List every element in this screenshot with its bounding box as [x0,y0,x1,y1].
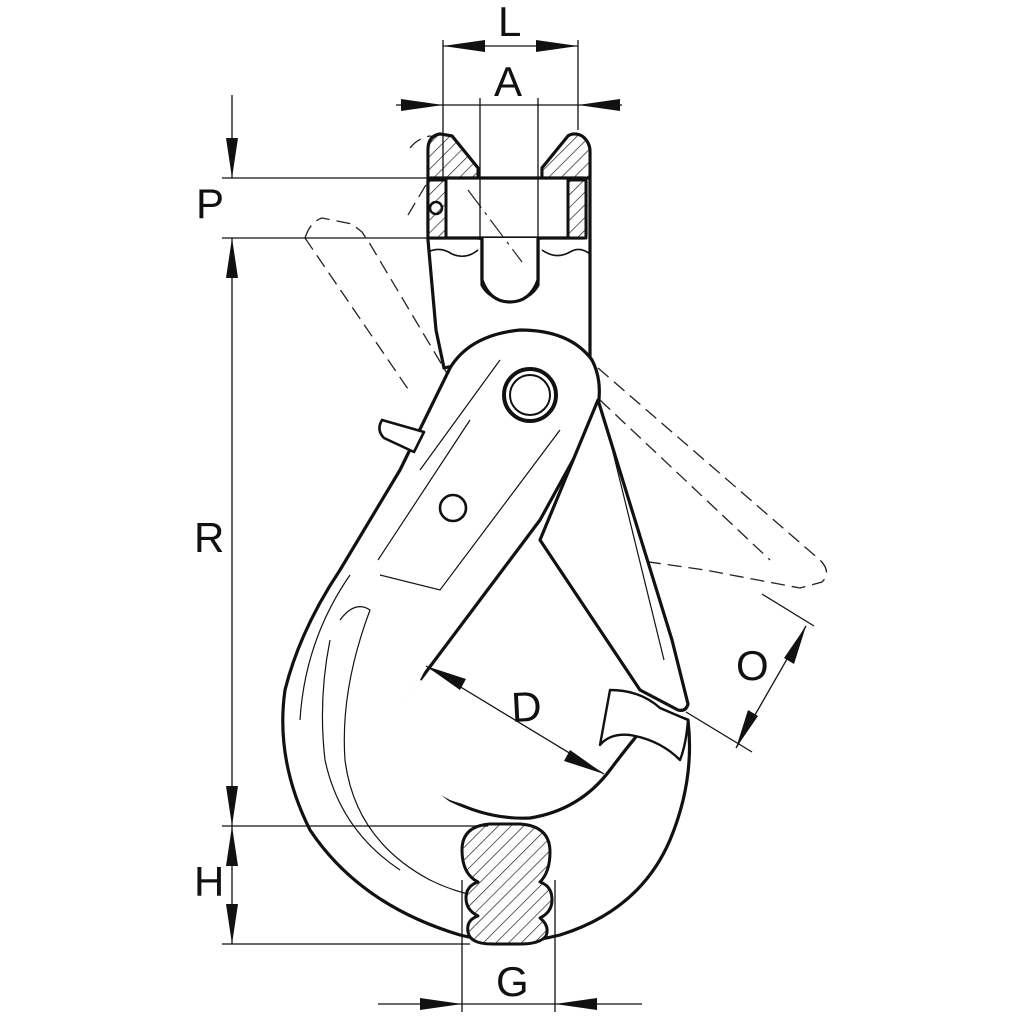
label-H: H [194,858,224,905]
dimension-O: O [685,593,815,753]
clevis-head [426,132,592,370]
label-L: L [498,0,521,45]
label-A: A [494,58,522,105]
label-G: G [496,958,529,1005]
locking-pin-hole [428,200,444,216]
latch-open-position-right-ghost [597,367,828,589]
clevis-right-ear-section [540,132,592,180]
clevis-left-ear-section [426,132,480,180]
dimension-R: R [194,238,238,826]
dimension-D: D [425,665,605,775]
chain-link-section [460,822,554,946]
dimension-H: H [194,825,488,945]
label-P: P [196,180,224,227]
dimension-A: A [396,58,622,240]
label-R: R [194,514,224,561]
label-D: D [510,682,543,731]
safety-latch [378,398,690,712]
clevis-pin [426,176,588,240]
swivel-bolt [502,367,558,423]
dimension-L: L [442,0,579,178]
label-O: O [736,642,769,689]
dimension-G: G [378,880,642,1012]
rivet-hole [438,493,468,523]
hook-tip [598,688,690,762]
latch-trigger [378,418,426,454]
